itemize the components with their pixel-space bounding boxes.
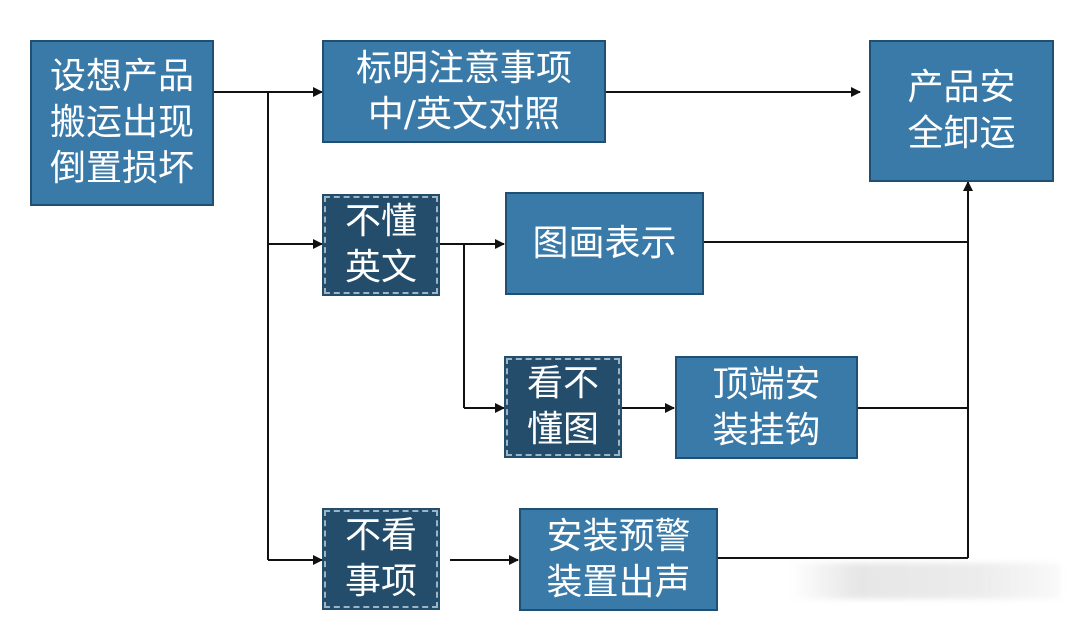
node-bilingual-notice: 标明注意事项 中/英文对照 — [322, 40, 606, 143]
node-ignore-notice-label: 不看 事项 — [344, 515, 417, 602]
node-ignore-notice: 不看 事项 — [322, 508, 440, 610]
node-no-english: 不懂 英文 — [322, 194, 440, 296]
node-pictogram-label: 图画表示 — [532, 222, 677, 264]
node-no-picture-label: 看不 懂图 — [526, 363, 599, 450]
node-top-hook-label: 顶端安 装挂钩 — [712, 363, 821, 451]
node-no-english-label: 不懂 英文 — [344, 201, 417, 288]
node-top-hook: 顶端安 装挂钩 — [675, 356, 858, 459]
node-audio-alarm-label: 安装预警 装置出声 — [546, 515, 691, 603]
node-audio-alarm: 安装预警 装置出声 — [519, 508, 718, 611]
node-no-picture: 看不 懂图 — [504, 356, 622, 458]
node-problem: 设想产品 搬运出现 倒置损坏 — [30, 40, 214, 206]
node-safe-unloading-label: 产品安 全卸运 — [907, 67, 1016, 154]
node-pictogram: 图画表示 — [505, 192, 704, 295]
node-bilingual-notice-label: 标明注意事项 中/英文对照 — [355, 47, 572, 135]
blurred-watermark — [790, 563, 1060, 599]
node-problem-label: 设想产品 搬运出现 倒置损坏 — [49, 56, 194, 189]
node-safe-unloading: 产品安 全卸运 — [869, 40, 1054, 182]
